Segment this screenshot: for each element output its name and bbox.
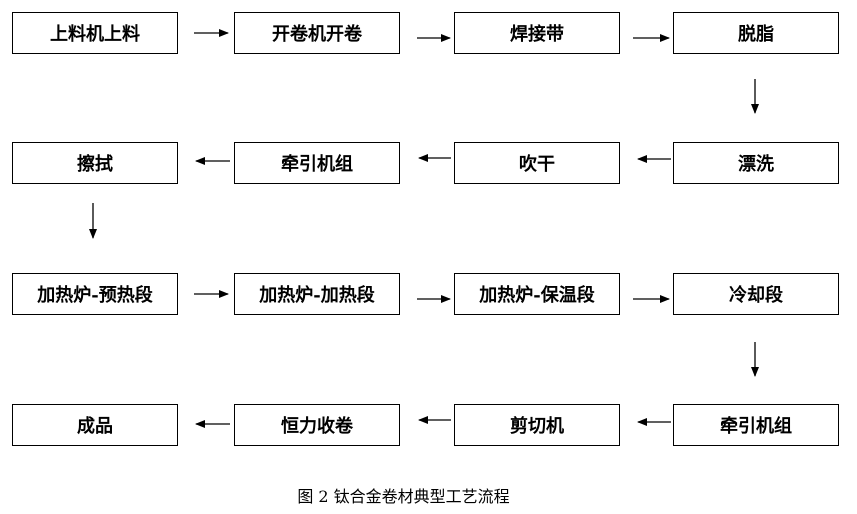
step-label: 冷却段 xyxy=(729,285,783,306)
step-box: 上料机上料 xyxy=(12,12,178,54)
step-box: 恒力收卷 xyxy=(234,404,400,446)
step-label: 擦拭 xyxy=(77,154,113,175)
figure-caption: 图 2 钛合金卷材典型工艺流程 xyxy=(297,487,510,506)
step-box: 漂洗 xyxy=(673,142,839,184)
step-box: 脱脂 xyxy=(673,12,839,54)
step-label: 牵引机组 xyxy=(720,416,792,437)
step-label: 牵引机组 xyxy=(281,154,353,175)
step-label: 加热炉-保温段 xyxy=(479,285,595,306)
step-label: 脱脂 xyxy=(738,24,774,45)
step-box: 吹干 xyxy=(454,142,620,184)
step-label: 焊接带 xyxy=(510,24,564,45)
step-label: 恒力收卷 xyxy=(281,416,353,437)
step-label: 加热炉-加热段 xyxy=(259,285,375,306)
step-box: 剪切机 xyxy=(454,404,620,446)
step-label: 上料机上料 xyxy=(50,24,140,45)
step-label: 开卷机开卷 xyxy=(272,24,362,45)
step-box: 擦拭 xyxy=(12,142,178,184)
step-box: 加热炉-加热段 xyxy=(234,273,400,315)
step-label: 加热炉-预热段 xyxy=(37,285,153,306)
step-box: 牵引机组 xyxy=(673,404,839,446)
step-box: 加热炉-预热段 xyxy=(12,273,178,315)
step-label: 吹干 xyxy=(519,154,555,175)
step-box: 加热炉-保温段 xyxy=(454,273,620,315)
step-box: 焊接带 xyxy=(454,12,620,54)
step-label: 漂洗 xyxy=(738,154,774,175)
step-label: 成品 xyxy=(77,416,113,437)
step-box: 成品 xyxy=(12,404,178,446)
step-box: 冷却段 xyxy=(673,273,839,315)
step-box: 开卷机开卷 xyxy=(234,12,400,54)
step-label: 剪切机 xyxy=(510,416,564,437)
step-box: 牵引机组 xyxy=(234,142,400,184)
